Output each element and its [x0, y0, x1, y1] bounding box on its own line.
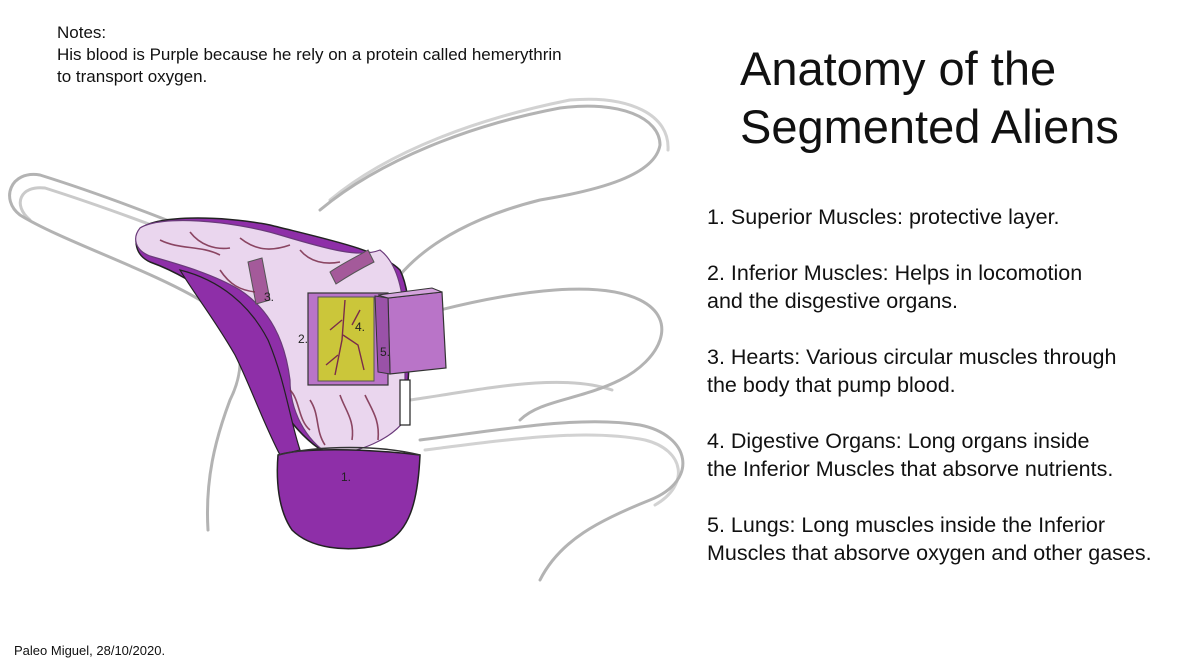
legend-item-4: 4. Digestive Organs: Long organs inside … [707, 427, 1152, 483]
drawing-label-4: 4. [355, 320, 365, 334]
notes-block: Notes: His blood is Purple because he re… [57, 22, 562, 88]
drawing-label-2: 2. [298, 332, 308, 346]
superior-muscle [276, 449, 421, 550]
notes-line-1: His blood is Purple because he rely on a… [57, 45, 562, 64]
anatomy-legend: 1. Superior Muscles: protective layer. 2… [707, 203, 1152, 595]
digestive-veins [325, 299, 365, 376]
sketch-right-arm [438, 287, 664, 422]
legend-item-1: 1. Superior Muscles: protective layer. [707, 203, 1152, 231]
veins [159, 231, 380, 446]
sketch-mid-arm [408, 380, 614, 402]
lung-box-side [374, 295, 391, 375]
legend-item-3: 3. Hearts: Various circular muscles thro… [707, 343, 1152, 399]
sketch-lower-arm-2 [423, 433, 680, 507]
notes-line-2: to transport oxygen. [57, 67, 208, 86]
digestive-organ-section [317, 296, 375, 382]
sketch-top-arm-2 [328, 97, 670, 202]
sketch-lower-arm [418, 420, 685, 582]
drawing-label-5: 5. [380, 345, 390, 359]
side-slit [399, 379, 411, 426]
lung-box-front [387, 291, 447, 375]
author-credit: Paleo Miguel, 28/10/2020. [14, 643, 166, 658]
legend-item-3-line-2: the body that pump blood. [707, 373, 956, 397]
drawing-label-3: 3. [264, 290, 274, 304]
title-line-2: Segmented Aliens [740, 100, 1119, 153]
legend-item-5: 5. Lungs: Long muscles inside the Inferi… [707, 511, 1152, 567]
title-line-1: Anatomy of the [740, 42, 1057, 95]
legend-item-2: 2. Inferior Muscles: Helps in locomotion… [707, 259, 1152, 315]
heart-band-1 [247, 257, 271, 305]
heart-band-2 [329, 249, 375, 285]
superior-muscle-top [277, 446, 421, 456]
sketch-left-arm [8, 173, 287, 532]
legend-item-5-line-1: 5. Lungs: Long muscles inside the Inferi… [707, 513, 1105, 537]
drawing-label-1: 1. [341, 470, 351, 484]
legend-item-2-line-1: 2. Inferior Muscles: Helps in locomotion [707, 261, 1083, 285]
notes-heading: Notes: [57, 23, 107, 42]
legend-item-5-line-2: Muscles that absorve oxygen and other ga… [707, 541, 1152, 565]
legend-item-2-line-2: and the disgestive organs. [707, 289, 958, 313]
legend-item-4-line-2: the Inferior Muscles that absorve nutrie… [707, 457, 1114, 481]
legend-item-3-line-1: 3. Hearts: Various circular muscles thro… [707, 345, 1117, 369]
legend-item-1-line-1: 1. Superior Muscles: protective layer. [707, 205, 1060, 229]
page-title: Anatomy of the Segmented Aliens [740, 40, 1119, 156]
legend-item-4-line-1: 4. Digestive Organs: Long organs inside [707, 429, 1090, 453]
alien-body: 1. 2. 3. 4. 5. [135, 217, 447, 550]
sketch-top-arm [318, 104, 662, 277]
